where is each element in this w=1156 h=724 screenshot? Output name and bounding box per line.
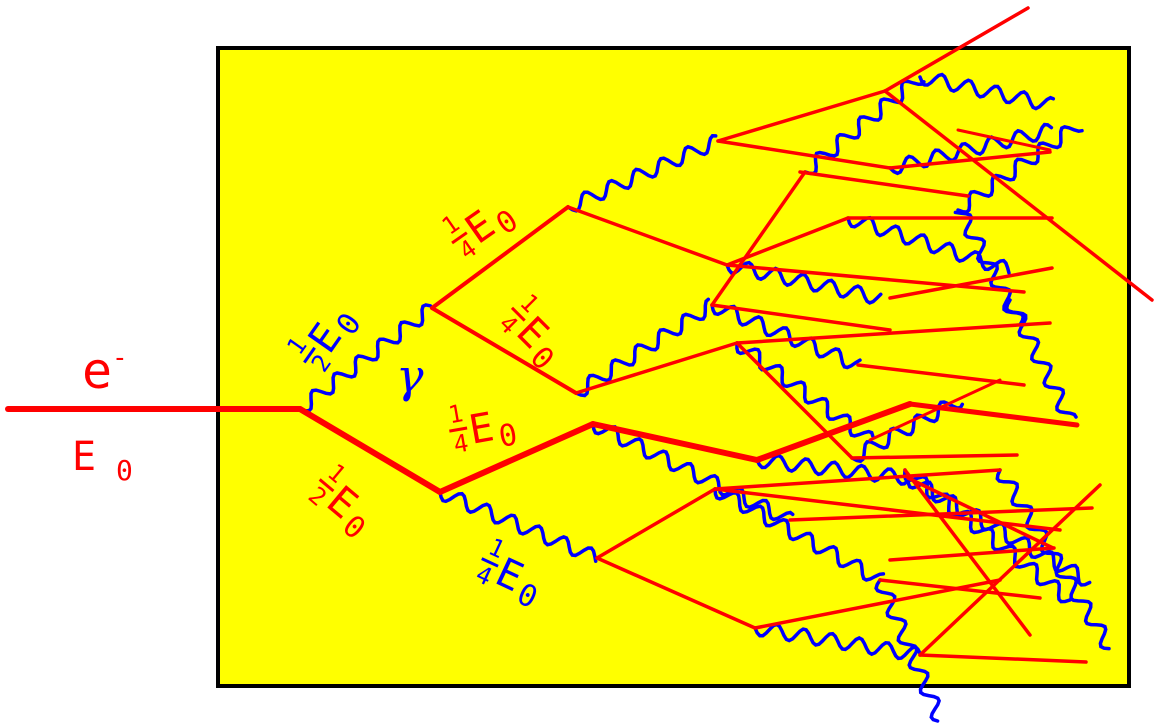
fraction-bar	[481, 557, 499, 568]
photon-tracks	[298, 72, 1111, 723]
electron-track	[297, 406, 443, 495]
photon-track	[574, 297, 711, 398]
photon-track	[1004, 298, 1078, 419]
electron-track	[716, 89, 887, 143]
photon-track	[298, 303, 433, 413]
photon-track	[713, 487, 886, 582]
electron-track	[566, 205, 729, 267]
electron-track	[888, 150, 1052, 170]
electron-symbol: e	[82, 342, 112, 400]
electron-track	[850, 453, 1019, 460]
gamma-symbol: γ	[396, 349, 424, 403]
photon-track	[438, 490, 598, 563]
electron-track	[735, 341, 854, 460]
photon-track	[995, 468, 1111, 651]
photon-track	[888, 122, 1054, 176]
electron-track	[574, 341, 739, 395]
electron-track	[725, 263, 1026, 294]
electron-track	[595, 556, 757, 630]
electron-track	[888, 546, 1056, 562]
electron-track	[713, 468, 1002, 491]
photon-track	[755, 453, 910, 486]
photon-track	[956, 124, 1084, 214]
fraction-bar	[303, 346, 316, 364]
electron-track	[798, 170, 970, 198]
fraction-numerator: 1	[446, 399, 465, 429]
energy-subscript: 0	[496, 417, 520, 455]
photon-track	[566, 134, 718, 213]
electron-track	[590, 421, 760, 463]
photon-track	[850, 400, 965, 464]
electron-track	[595, 487, 717, 560]
electron-track	[878, 578, 1042, 600]
electron-track	[883, 89, 1154, 302]
electron-track	[918, 653, 1088, 664]
electron-charge: -	[112, 343, 128, 373]
fraction-bar	[318, 478, 335, 493]
photon-track	[953, 210, 1026, 327]
photon-track	[735, 341, 875, 438]
incoming-electron-label: e - E 0	[72, 342, 133, 487]
photon-track	[902, 468, 1072, 604]
incoming-energy-symbol: E	[72, 434, 96, 480]
fraction-bar	[451, 231, 468, 245]
electron-track	[735, 321, 1052, 345]
electron-track	[430, 205, 570, 310]
electron-track	[918, 483, 1102, 657]
electron-track	[883, 6, 1030, 93]
photon-track	[918, 72, 1056, 111]
electron-track	[437, 421, 596, 495]
electron-track	[754, 401, 913, 463]
electron-track	[788, 506, 1094, 522]
incoming-energy-subscript: 0	[116, 454, 133, 487]
fraction-denominator: 4	[451, 429, 470, 459]
fraction-bar	[449, 426, 468, 433]
photon-track	[591, 422, 795, 522]
photon-track	[710, 303, 862, 370]
electron-track	[710, 303, 892, 332]
photon-track	[803, 79, 926, 176]
electron-track	[868, 378, 1002, 442]
electron-track	[710, 170, 807, 307]
electron-tracks	[5, 6, 1154, 664]
electron-track	[888, 266, 1054, 300]
electron-track	[430, 306, 578, 395]
electron-track	[716, 139, 892, 170]
photon-track	[753, 622, 922, 661]
electron-track	[903, 468, 1032, 637]
fraction-bar	[510, 306, 526, 322]
electron-track	[956, 128, 1052, 152]
